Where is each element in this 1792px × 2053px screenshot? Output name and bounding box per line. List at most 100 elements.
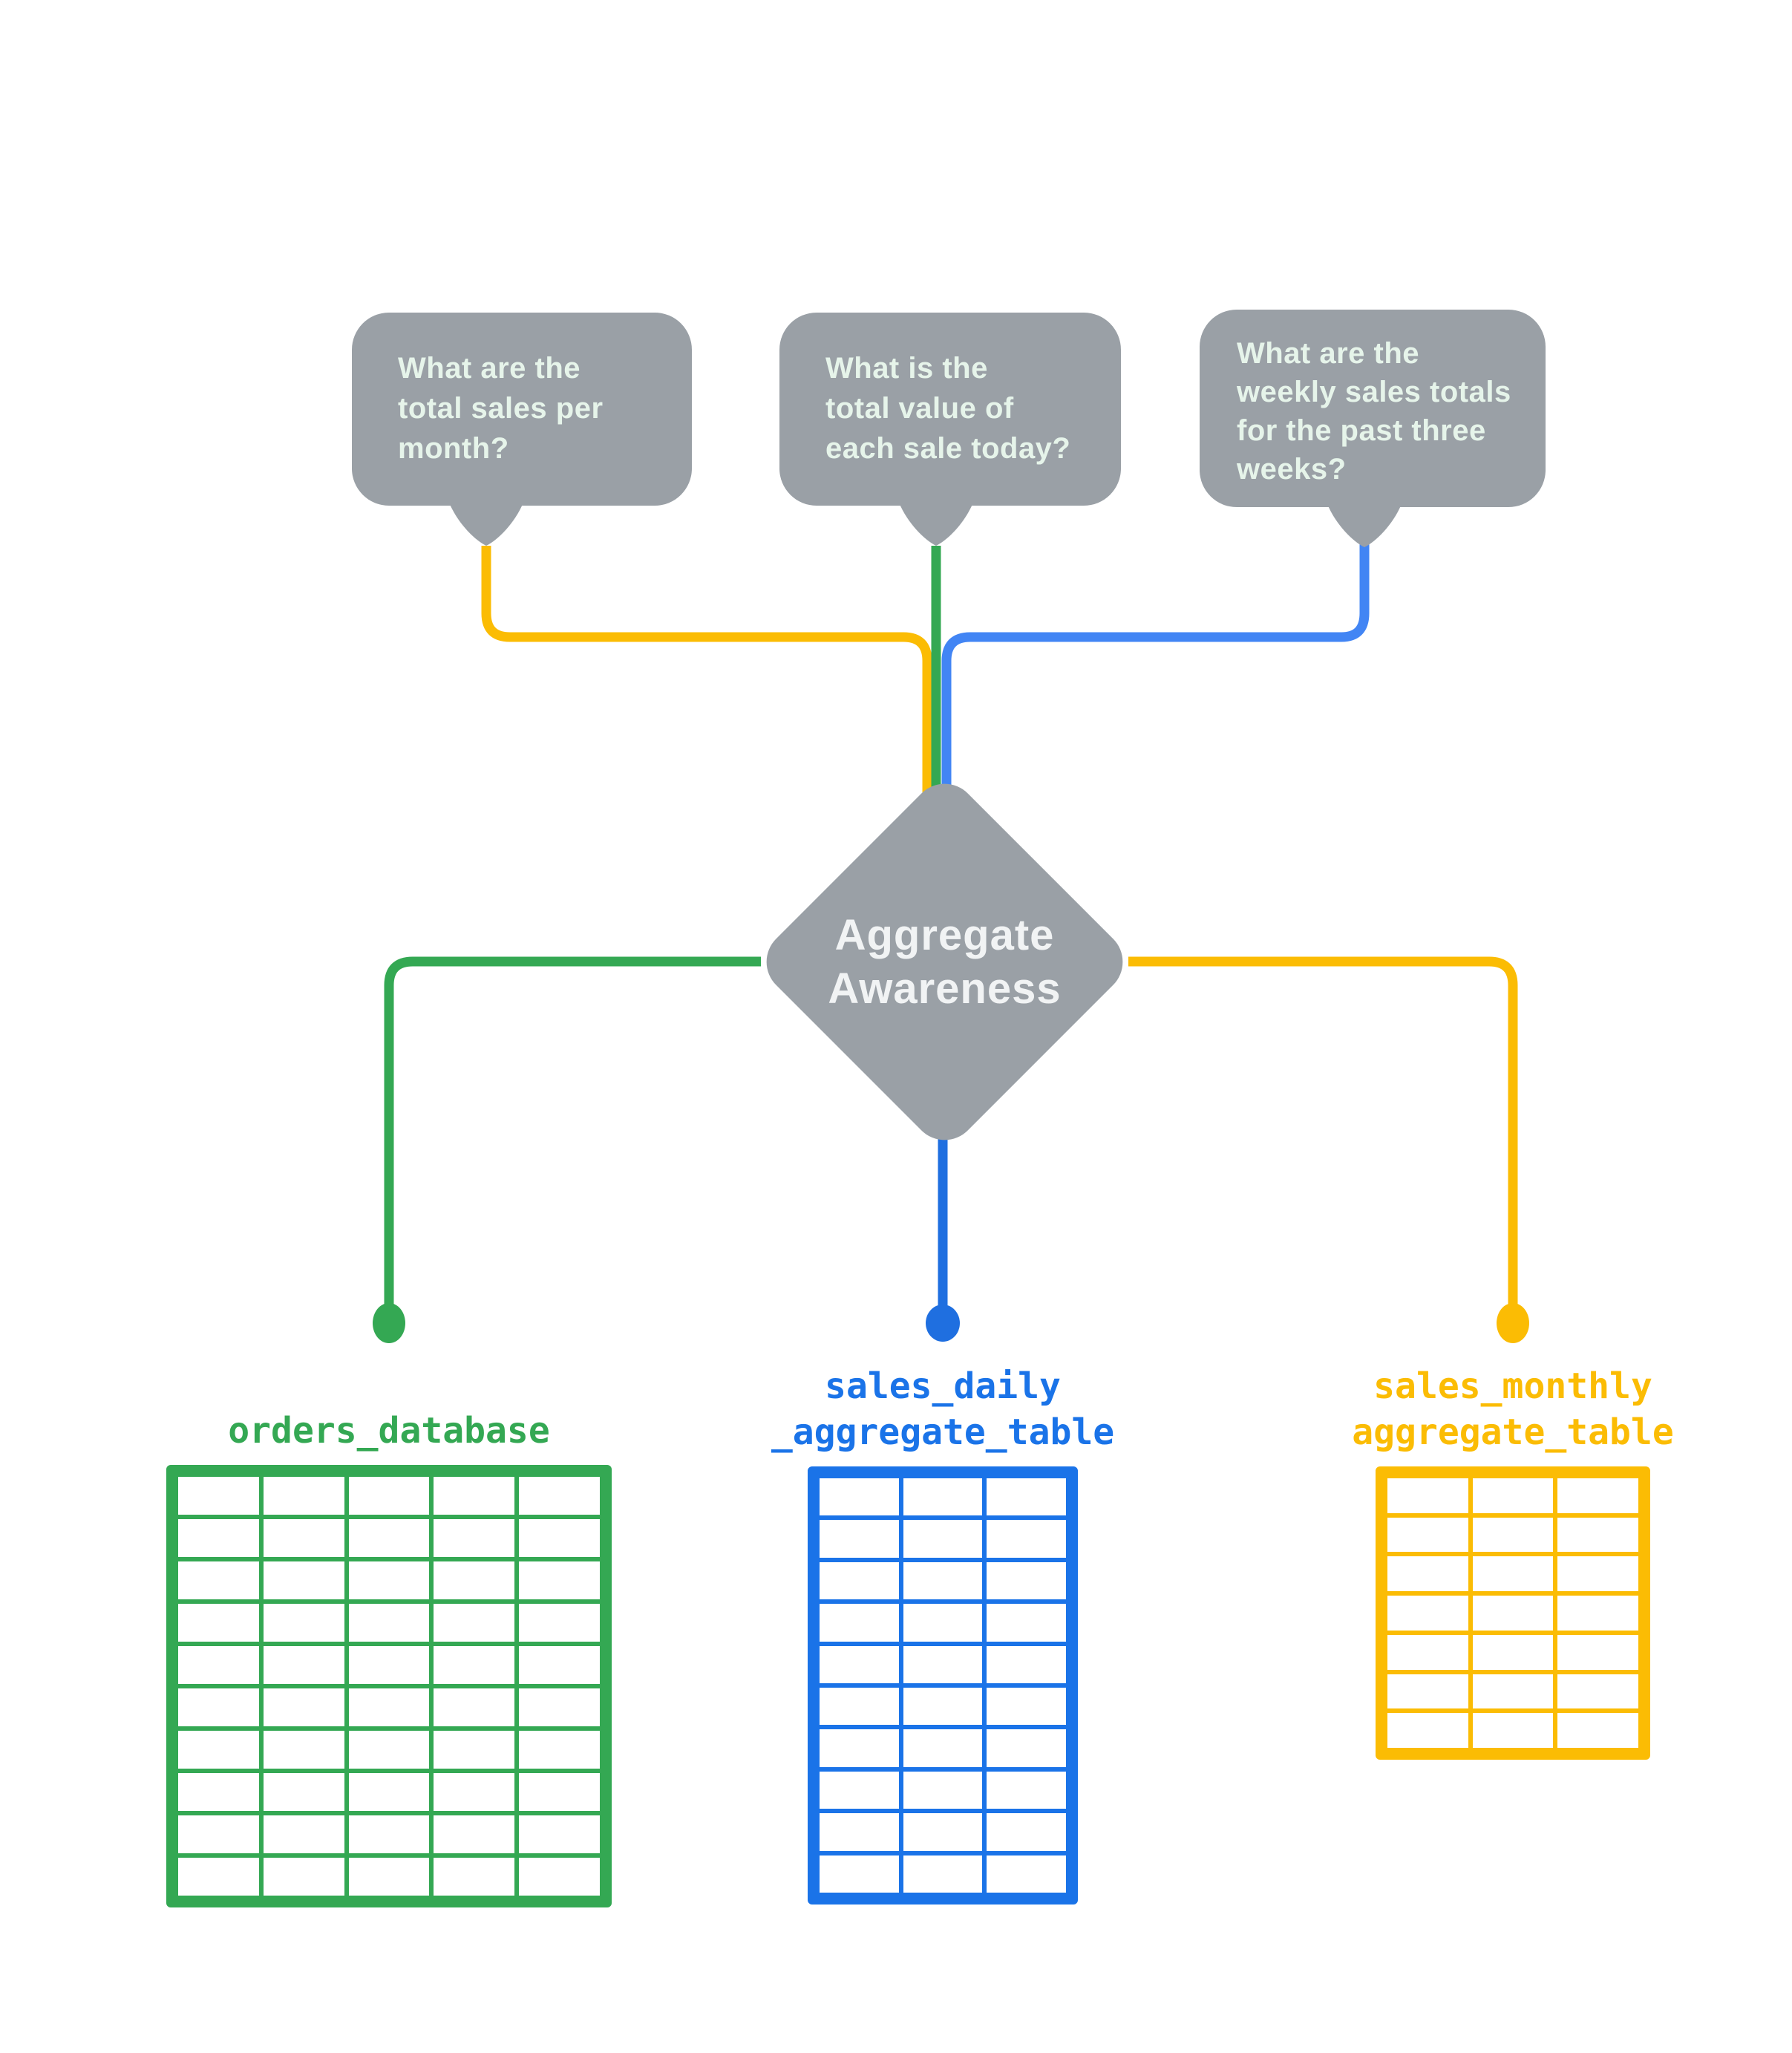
table-cell	[176, 1686, 261, 1729]
table-cell	[431, 1602, 517, 1644]
table-cell	[261, 1475, 347, 1517]
table-cell	[346, 1517, 432, 1559]
table-cell	[431, 1686, 517, 1729]
table-cell	[261, 1686, 347, 1729]
table-cell	[1555, 1593, 1641, 1633]
table-cell	[817, 1685, 901, 1728]
table-cell	[517, 1686, 602, 1729]
table-cell	[984, 1602, 1068, 1644]
table-cell	[176, 1855, 261, 1898]
diamond-label-line: Awareness	[828, 964, 1062, 1013]
table-cell	[1385, 1476, 1471, 1515]
table-cell	[346, 1559, 432, 1602]
connector-diamond-to-sales-monthly-table	[1128, 956, 1518, 1308]
table-cell	[984, 1685, 1068, 1728]
bubble-text-line: weekly sales totals	[1237, 376, 1511, 408]
table-cell	[431, 1475, 517, 1517]
bubble-text-line: for the past three	[1237, 414, 1486, 447]
table-cell	[900, 1727, 985, 1769]
table-cell	[261, 1559, 347, 1602]
table-cell	[176, 1475, 261, 1517]
table-cell	[817, 1559, 901, 1602]
table-label-orders-database: orders_database	[166, 1408, 612, 1454]
table-cell	[346, 1771, 432, 1813]
connector-endpoint-dot-blue	[926, 1305, 960, 1342]
table-cell	[176, 1517, 261, 1559]
table-cell	[1470, 1671, 1556, 1711]
table-orders-database	[166, 1465, 612, 1907]
table-cell	[431, 1559, 517, 1602]
table-cell	[817, 1727, 901, 1769]
connector-endpoint-dot-yellow	[1497, 1303, 1529, 1343]
table-cell	[1555, 1632, 1641, 1672]
table-cell	[176, 1559, 261, 1602]
table-cell	[261, 1771, 347, 1813]
table-cell	[261, 1855, 347, 1898]
table-cell	[346, 1729, 432, 1771]
table-cell	[984, 1769, 1068, 1812]
table-cell	[346, 1813, 432, 1855]
bubble-text-line: total value of	[825, 392, 1014, 425]
table-cell	[1470, 1632, 1556, 1672]
speech-bubble-daily-sales: What is the total value of each sale tod…	[779, 313, 1121, 546]
table-cell	[517, 1559, 602, 1602]
table-cell	[1555, 1515, 1641, 1555]
table-cell	[984, 1518, 1068, 1560]
table-cell	[346, 1686, 432, 1729]
table-cell	[1470, 1593, 1556, 1633]
table-cell	[984, 1643, 1068, 1685]
table-cell	[261, 1813, 347, 1855]
bubble-text-line: What are the	[1237, 337, 1420, 370]
table-cell	[1555, 1671, 1641, 1711]
table-cell	[984, 1559, 1068, 1602]
bubble-text-line: What are the	[398, 352, 581, 385]
table-cell	[517, 1855, 602, 1898]
table-cell	[984, 1727, 1068, 1769]
table-cell	[817, 1811, 901, 1853]
table-cell	[1555, 1554, 1641, 1594]
table-cell	[984, 1811, 1068, 1853]
table-cell	[1385, 1671, 1471, 1711]
speech-bubble-daily-sales-text: What is the total value of each sale tod…	[779, 313, 1121, 469]
table-cell	[261, 1602, 347, 1644]
table-cell	[817, 1769, 901, 1812]
table-cell	[984, 1853, 1068, 1895]
speech-bubble-monthly-sales: What are the total sales per month?	[352, 313, 692, 546]
bubble-tail	[449, 503, 523, 546]
table-cell	[1555, 1476, 1641, 1515]
speech-bubble-weekly-sales-text: What are the weekly sales totals for the…	[1200, 310, 1546, 489]
table-cell	[1470, 1554, 1556, 1594]
table-cell	[431, 1729, 517, 1771]
table-label-line: aggregate_table	[1352, 1411, 1674, 1453]
table-cell	[1385, 1711, 1471, 1750]
table-cell	[346, 1855, 432, 1898]
table-cell	[176, 1602, 261, 1644]
table-label-sales-monthly-aggregate-table: sales_monthly aggregate_table	[1327, 1363, 1698, 1455]
table-label-line: _aggregate_table	[771, 1411, 1115, 1453]
table-cell	[900, 1559, 985, 1602]
table-cell	[900, 1811, 985, 1853]
connector-diamond-to-orders-database	[384, 956, 761, 1308]
table-cell	[517, 1771, 602, 1813]
table-cell	[817, 1602, 901, 1644]
table-label-line: orders_database	[228, 1410, 550, 1452]
table-cell	[261, 1517, 347, 1559]
table-cell	[176, 1729, 261, 1771]
aggregate-awareness-diamond: Aggregate Awareness	[753, 770, 1137, 1154]
table-cell	[900, 1685, 985, 1728]
bubble-text-line: weeks?	[1237, 453, 1347, 486]
table-cell	[984, 1476, 1068, 1518]
table-cell	[900, 1643, 985, 1685]
table-cell	[517, 1813, 602, 1855]
table-cell	[1385, 1554, 1471, 1594]
bubble-text-line: month?	[398, 432, 509, 465]
table-label-line: sales_daily	[825, 1365, 1061, 1407]
diamond-label-line: Aggregate	[834, 910, 1055, 959]
table-sales-monthly-aggregate	[1376, 1466, 1650, 1760]
table-cell	[517, 1475, 602, 1517]
table-cell	[1470, 1711, 1556, 1750]
table-cell	[517, 1644, 602, 1686]
table-cell	[517, 1729, 602, 1771]
